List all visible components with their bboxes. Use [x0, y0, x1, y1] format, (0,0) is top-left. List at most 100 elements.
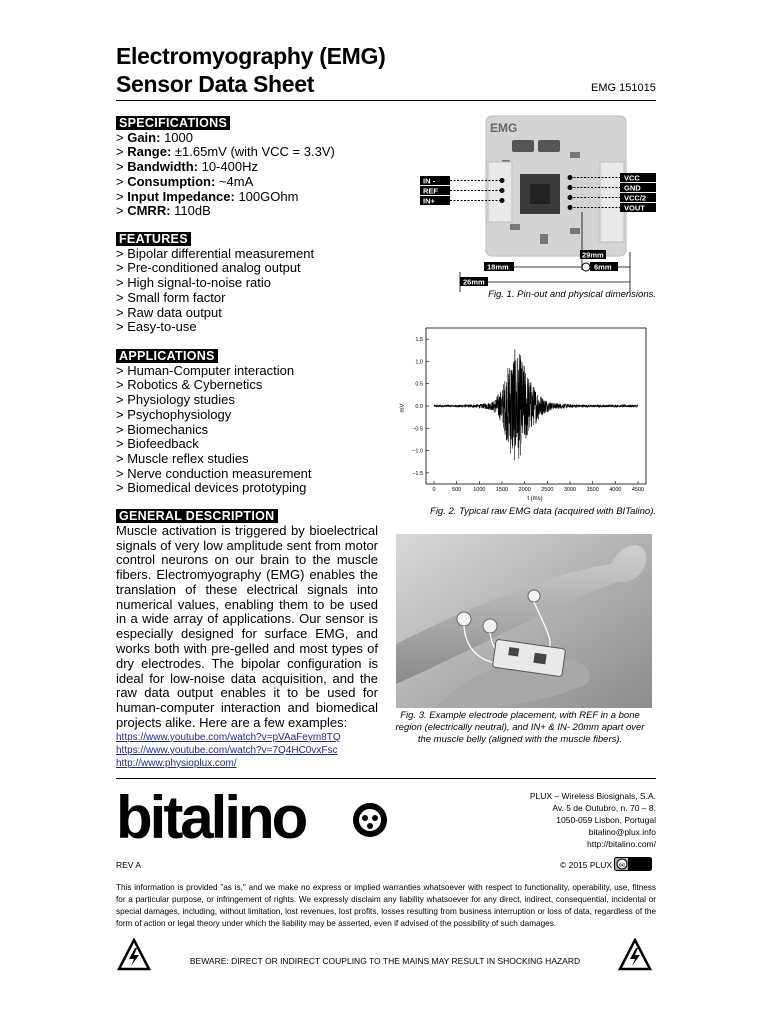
logo-mark-icon [353, 803, 387, 837]
high-voltage-warning-icon-right [618, 938, 652, 971]
specifications-section: SPECIFICATIONS > Gain: 1000> Range: ±1.6… [116, 116, 378, 219]
y-tick-label: 0.5 [415, 382, 423, 388]
feature-item: > High signal-to-noise ratio [116, 275, 271, 291]
figure1-pinout-diagram: EMG IN - REF IN+ VCC GND VCC/2 VOUT [420, 115, 656, 292]
header-divider [116, 100, 656, 101]
cc-badge-text: cc [619, 862, 625, 868]
high-voltage-warning-icon-left [117, 938, 151, 971]
spec-item: > Gain: 1000 [116, 130, 378, 146]
features-heading: FEATURES [116, 232, 191, 246]
chart-x-label: t (ms) [527, 496, 542, 502]
right-pin-labels: VCC GND VCC/2 VOUT [567, 173, 656, 213]
dim-18mm: 18mm [487, 263, 509, 272]
electrode-in-plus-icon [456, 611, 472, 627]
spec-prefix: > [116, 159, 128, 175]
spec-label: Input Impedance: [127, 188, 235, 204]
pin-in-minus: IN - [423, 177, 436, 186]
feature-item: > Pre-conditioned analog output [116, 260, 301, 276]
youtube-link-2[interactable]: https://www.youtube.com/watch?v=7Q4HC0vx… [116, 744, 338, 756]
spec-item: > Range: ±1.65mV (with VCC = 3.3V) [116, 145, 378, 160]
applications-heading: APPLICATIONS [116, 349, 218, 363]
legal-disclaimer: This information is provided "as is," an… [116, 883, 656, 928]
dim-6mm: 6mm [594, 263, 612, 272]
company-name: PLUX – Wireless Biosignals, S.A. [529, 791, 656, 801]
title-line-1: Electromyography (EMG) [116, 43, 386, 69]
x-tick-label: 3500 [587, 487, 599, 493]
spec-item: > Input Impedance: 100GOhm [116, 188, 378, 205]
youtube-link-1[interactable]: https://www.youtube.com/watch?v=pVAaFeym… [116, 731, 341, 743]
forearm-shape [396, 545, 647, 684]
chart-y-label: mV [400, 404, 406, 413]
application-item: > Biofeedback [116, 436, 199, 452]
feature-item: > Raw data output [116, 304, 222, 320]
spec-value: ~4mA [215, 173, 254, 189]
left-pin-labels: IN - REF IN+ [420, 176, 505, 206]
copyright-notice: © 2015 PLUX [560, 860, 613, 870]
pin-vout: VOUT [624, 204, 645, 213]
pin-ref: REF [423, 187, 438, 196]
general-description-heading: GENERAL DESCRIPTION [116, 509, 278, 523]
document-id: EMG 151015 [591, 82, 656, 94]
physioplux-link[interactable]: http://www.physioplux.com/ [116, 757, 237, 769]
application-item: > Biomechanics [116, 421, 209, 437]
warning-message: BEWARE: DIRECT OR INDIRECT COUPLING TO T… [189, 956, 581, 966]
pin-in-plus: IN+ [423, 197, 436, 206]
y-tick-label: 1.0 [415, 359, 423, 365]
figure3-caption: Fig. 3. Example electrode placement, wit… [395, 710, 645, 745]
address-line-1: Av. 5 de Outubro, n. 70 – 8. [552, 803, 656, 813]
application-item: > Nerve conduction measurement [116, 465, 312, 481]
pin-gnd: GND [624, 184, 641, 193]
spec-label: Consumption: [127, 173, 216, 189]
spec-value: 100GOhm [234, 188, 299, 204]
spec-value: ±1.65mV (with VCC = 3.3V) [171, 144, 335, 160]
application-item: > Biomedical devices prototyping [116, 480, 307, 496]
features-list: > Bipolar differential measurement> Pre-… [116, 246, 378, 335]
figure1-caption: Fig. 1. Pin-out and physical dimensions. [488, 289, 656, 300]
company-address: PLUX – Wireless Biosignals, S.A. Av. 5 d… [530, 790, 656, 850]
emg-signal-line [433, 349, 639, 461]
x-tick-label: 2000 [519, 487, 531, 493]
figure3-electrode-photo [396, 534, 652, 708]
x-tick-label: 4000 [609, 487, 621, 493]
x-tick-label: 3000 [564, 487, 576, 493]
footer-divider [116, 778, 656, 779]
x-tick-label: 500 [452, 487, 461, 493]
logo-text: bitalino [116, 784, 307, 846]
feature-item: > Small form factor [116, 289, 226, 305]
general-description-text: Muscle activation is triggered by bioele… [116, 522, 378, 731]
y-tick-label: −0.5 [412, 426, 423, 432]
page-title: Electromyography (EMG) Sensor Data Sheet [116, 42, 386, 98]
applications-section: APPLICATIONS > Human-Computer interactio… [116, 349, 378, 496]
company-website: http://bitalino.com/ [587, 839, 656, 849]
spec-value: 10-400Hz [197, 159, 258, 175]
y-tick-label: 0.0 [415, 404, 423, 410]
application-item: > Human-Computer interaction [116, 362, 295, 378]
spec-label: CMRR: [127, 203, 171, 219]
spec-item: > Bandwidth: 10-400Hz [116, 159, 378, 175]
title-line-2: Sensor Data Sheet [116, 71, 315, 97]
pin-vcc-half: VCC/2 [624, 194, 646, 203]
spec-prefix: > [116, 144, 128, 160]
applications-list: > Human-Computer interaction> Robotics &… [116, 362, 378, 496]
application-item: > Physiology studies [116, 392, 235, 408]
y-tick-label: −1.5 [412, 471, 423, 477]
address-line-2: 1050-059 Lisbon, Portugal [556, 815, 656, 825]
spec-item: > Consumption: ~4mA [116, 173, 378, 190]
creative-commons-badge-icon: cc [614, 857, 652, 871]
y-tick-label: 1.5 [415, 337, 423, 343]
spec-prefix: > [116, 203, 128, 219]
pin-vcc: VCC [624, 174, 640, 183]
spec-value: 110dB [170, 203, 211, 219]
spec-item: > CMRR: 110dB [116, 203, 378, 219]
electrode-ref-icon [527, 589, 541, 603]
chart-y-axis: 1.51.00.50.0−0.5−1.0−1.5 [412, 337, 429, 477]
bitalino-logo: bitalino [116, 784, 387, 846]
x-tick-label: 0 [432, 487, 435, 493]
x-tick-label: 1000 [473, 487, 485, 493]
company-email: bitalino@plux.info [588, 827, 656, 837]
board-label: EMG [490, 121, 517, 135]
dim-29mm: 29mm [582, 251, 604, 260]
specifications-heading: SPECIFICATIONS [116, 116, 231, 130]
spec-label: Range: [127, 144, 172, 160]
